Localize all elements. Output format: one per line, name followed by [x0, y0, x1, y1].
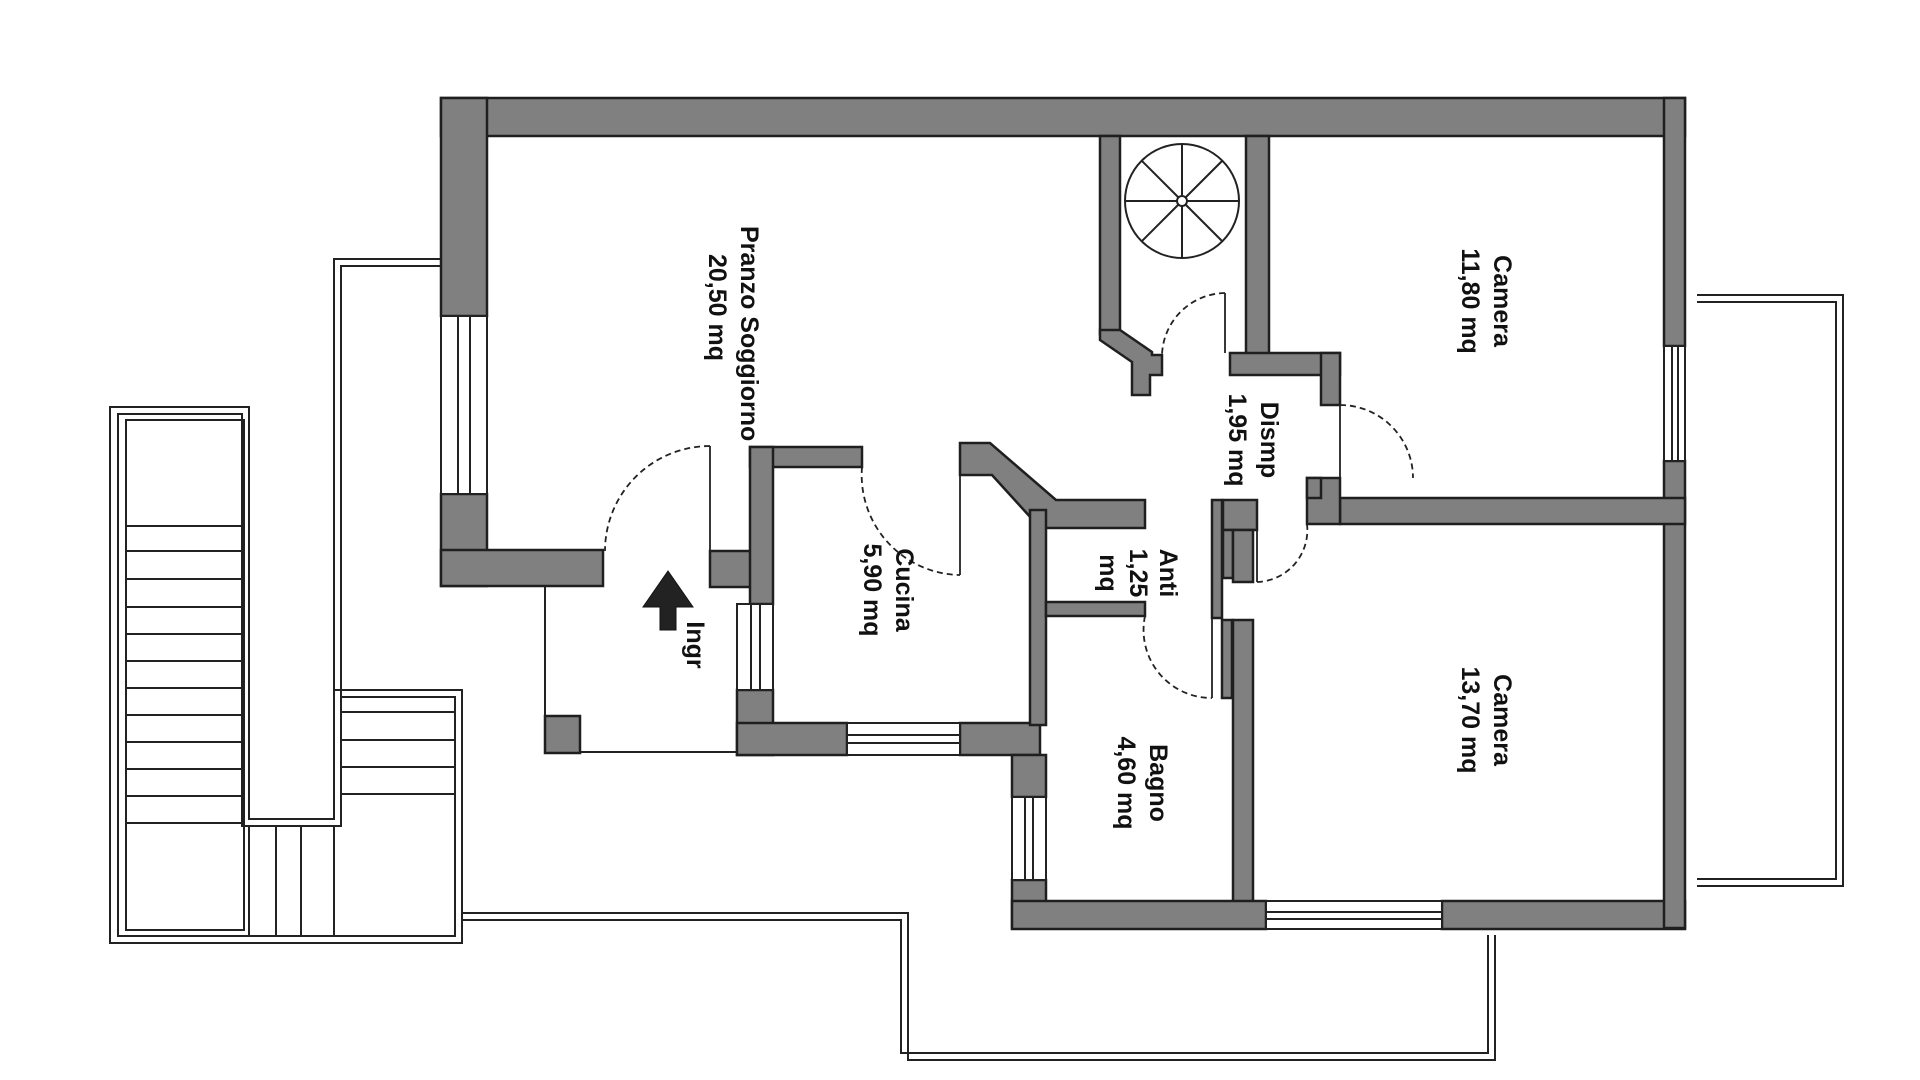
wall-anti-bottom	[1044, 600, 1147, 618]
door-bed1	[1339, 404, 1414, 479]
wall-top	[439, 96, 1687, 138]
wall-bed2-left-upper	[1231, 528, 1255, 584]
door-entrance	[604, 445, 711, 552]
door-bed2	[1256, 523, 1309, 583]
bed2-name: Camera	[1488, 674, 1516, 767]
room-label-bed1: Camera 11,80 mq	[1456, 248, 1516, 354]
spiral-stair-icon	[1124, 143, 1240, 259]
room-label-bed2: Camera 13,70 mq	[1456, 666, 1516, 773]
lower-terrace-inner	[462, 919, 1489, 1054]
ante-area-unit: mq	[1094, 554, 1122, 592]
porch-pillar	[543, 714, 582, 755]
ante-name: Anti	[1154, 549, 1182, 598]
bed1-area: 11,80 mq	[1456, 248, 1484, 354]
right-balcony-inner	[1697, 301, 1837, 880]
terraces	[109, 258, 1844, 1061]
wall-bed2-bottom	[1440, 899, 1687, 931]
bath-area: 4,60 mq	[1112, 736, 1140, 829]
ante-area-value: 1,25	[1124, 549, 1152, 598]
windows	[440, 315, 1686, 930]
door-stair	[1161, 292, 1226, 356]
wall-anti-right	[1210, 498, 1224, 620]
hall-name: Dismp	[1255, 402, 1283, 478]
kitchen-name: Cucina	[890, 548, 918, 632]
bed2-area: 13,70 mq	[1456, 666, 1484, 773]
window-bed1	[1663, 345, 1686, 462]
room-label-ante: Anti 1,25 mq	[1094, 549, 1182, 598]
wall-left-upper	[439, 96, 489, 318]
wall-right-upper	[1662, 96, 1687, 348]
room-label-bath: Bagno 4,60 mq	[1112, 736, 1172, 829]
window-living-left	[440, 315, 488, 495]
wall-stair-left-bottom	[1098, 328, 1164, 397]
left-terrace-inner	[117, 265, 456, 937]
walls	[439, 96, 1687, 931]
wall-bath-right-upper	[1220, 618, 1234, 700]
living-area: 20,50 mq	[703, 254, 731, 361]
wall-bath-right	[1231, 618, 1255, 928]
room-label-kitchen: Cucina 5,90 mq	[858, 543, 918, 636]
entrance-arrow-icon	[642, 570, 694, 631]
bed1-name: Camera	[1488, 255, 1516, 348]
living-name: Pranzo Soggiorno	[735, 226, 763, 441]
wall-bedrooms-jamb-top	[1305, 476, 1323, 500]
wall-stair-left	[1098, 134, 1122, 336]
entry-name: Ingr	[681, 621, 709, 668]
room-label-entry: Ingr	[681, 621, 709, 668]
wall-bedrooms-jamb	[1305, 476, 1342, 526]
wall-kitchen-bottom-right	[958, 721, 1042, 757]
hall-area: 1,95 mq	[1223, 393, 1251, 486]
left-terrace-outline	[109, 258, 463, 944]
kitchen-area: 5,90 mq	[858, 543, 886, 636]
wall-right-lower	[1662, 459, 1687, 930]
wall-bedrooms	[1338, 496, 1687, 526]
wall-bath-left-top	[1010, 753, 1048, 799]
wall-kitchen-right	[1028, 508, 1048, 727]
wall-disimp-top-jamb	[1319, 351, 1342, 407]
window-ingr	[736, 603, 774, 691]
wall-disimp-stub	[1221, 498, 1259, 532]
wall-kitchen-diagonal	[958, 441, 1147, 530]
room-label-living: Pranzo Soggiorno 20,50 mq	[703, 226, 763, 441]
door-kitchen	[860, 466, 961, 576]
wall-living-bottom	[439, 548, 605, 588]
wall-kitchen-left	[748, 445, 775, 606]
entrance-porch	[543, 585, 740, 755]
exterior-stairs	[125, 419, 455, 936]
door-anti	[1142, 615, 1213, 699]
wall-disimp-stub-lower	[1221, 528, 1235, 580]
wall-stair-right	[1244, 134, 1271, 358]
doors	[604, 292, 1414, 699]
stair-flight-left	[125, 419, 245, 931]
lower-terrace-outline	[462, 912, 1496, 1061]
wall-bath-bottom	[1010, 899, 1268, 931]
window-bath	[1011, 796, 1047, 881]
window-bed2	[1265, 900, 1443, 930]
room-label-hall: Dismp 1,95 mq	[1223, 393, 1283, 486]
window-kitchen	[846, 722, 961, 756]
wall-kitchen-bottom-left	[735, 721, 849, 757]
bath-name: Bagno	[1144, 744, 1172, 822]
right-balcony-outline	[1697, 294, 1844, 887]
